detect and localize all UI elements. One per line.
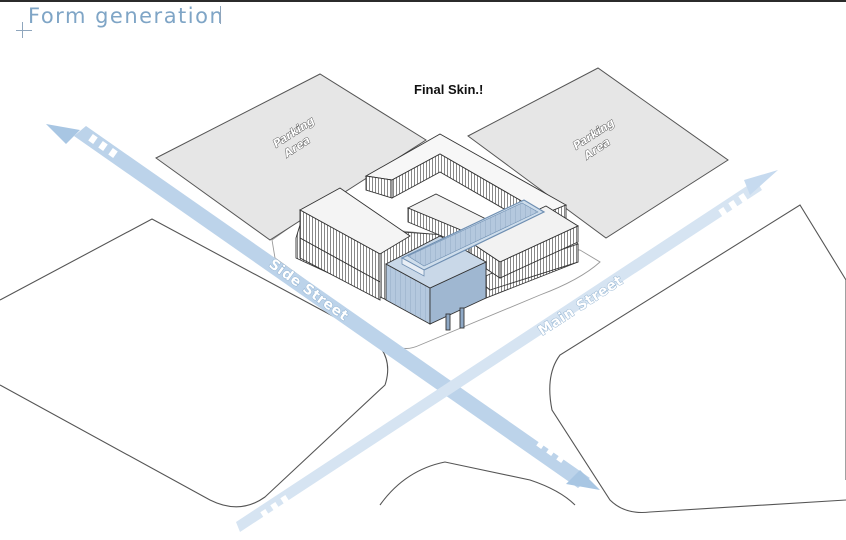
- block-bottom: [379, 461, 576, 506]
- main-street-label: Main Street: [535, 273, 626, 340]
- main-street-arrow-end: [744, 170, 778, 195]
- street-main: [236, 170, 778, 532]
- block-right: [549, 204, 846, 514]
- side-street-arrow-start: [46, 124, 80, 144]
- diagram-caption: Final Skin.!: [414, 82, 483, 97]
- street-side: [46, 124, 600, 490]
- page-title: Form generation: [28, 4, 225, 28]
- parking-area-left: Parking Area: [155, 73, 427, 241]
- top-border: [0, 0, 846, 2]
- corner-tick-horizontal: [16, 30, 32, 31]
- side-street-arrow-end: [566, 470, 600, 490]
- building-massing: [295, 133, 579, 331]
- title-end-bar: [220, 6, 221, 24]
